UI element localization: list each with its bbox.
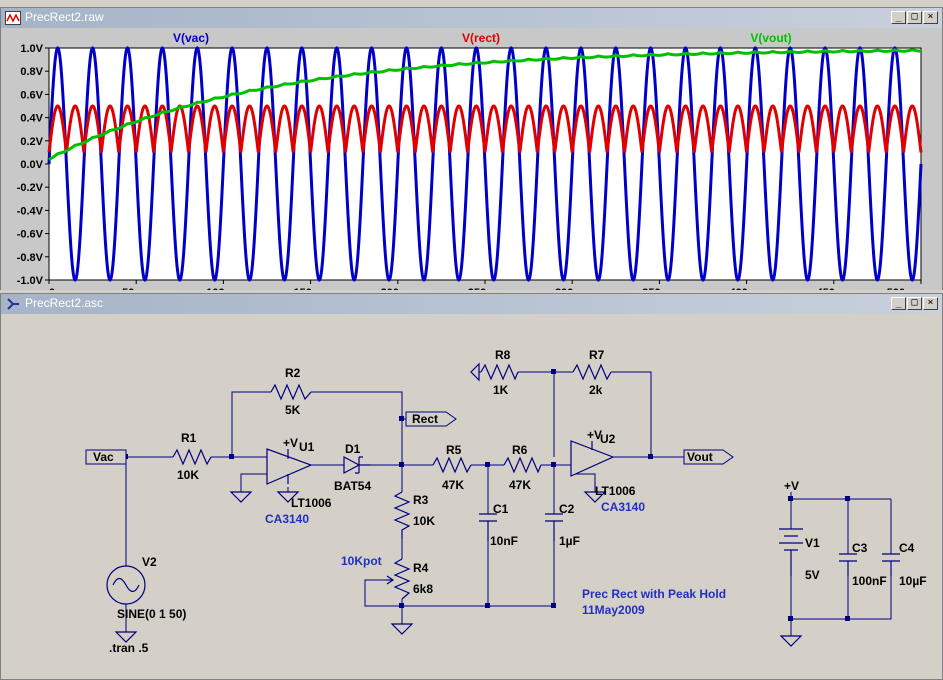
y-tick-label: 1.0V: [20, 43, 43, 55]
series-rect-line[interactable]: [47, 104, 923, 153]
r7-ref: R7: [589, 348, 605, 362]
v1-value: 5V: [805, 568, 820, 582]
schematic-window: PrecRect2.asc _ □ ×: [0, 293, 943, 680]
u2-model: LT1006: [595, 484, 636, 498]
vac-net-flag[interactable]: [85, 449, 127, 465]
u2-supply: +V: [587, 428, 602, 442]
c1-value: 10nF: [490, 534, 518, 548]
x-tick-label: 450ms: [817, 287, 851, 290]
c4-ref: C4: [899, 541, 915, 555]
legend-entry-2[interactable]: V(rect): [462, 31, 500, 45]
rect-label: Rect: [412, 412, 438, 426]
y-tick-label: -0.8V: [17, 252, 44, 264]
series-vac-line[interactable]: [47, 46, 923, 282]
v2-value: SINE(0 1 50): [117, 607, 186, 621]
y-tick-label: 0.0V: [20, 159, 43, 171]
y-tick-label: -0.4V: [17, 205, 44, 217]
r7-value: 2k: [589, 383, 603, 397]
r8-value: 1K: [493, 383, 509, 397]
y-tick-label: 0.6V: [20, 89, 43, 101]
maximize-button[interactable]: □: [907, 11, 922, 24]
legend-entry-3[interactable]: V(vout): [750, 31, 791, 45]
vout-net-flag[interactable]: [683, 449, 734, 465]
c3-value: 100nF: [852, 574, 887, 588]
series-vout-line[interactable]: [48, 48, 921, 161]
window-title: PrecRect2.asc: [25, 296, 104, 310]
x-tick-label: 100ms: [206, 287, 240, 290]
c3-ref: C3: [852, 541, 868, 555]
schematic-icon: [7, 298, 19, 310]
x-tick-label: 0ms: [49, 287, 71, 290]
schematic-titlebar[interactable]: PrecRect2.asc _ □ ×: [1, 294, 942, 314]
x-tick-label: 200ms: [381, 287, 415, 290]
vout-label: Vout: [687, 450, 713, 464]
waveform-window: PrecRect2.raw _ □ × 1.0V 0.8V 0.6V 0.4V 0.2V…: [0, 7, 943, 290]
c1-ref: C1: [493, 502, 509, 516]
u1-comment: CA3140: [265, 512, 309, 526]
pot-comment: 10Kpot: [341, 554, 382, 568]
r4-ref: R4: [413, 561, 429, 575]
r5-value: 47K: [442, 478, 464, 492]
u2-comment: CA3140: [601, 500, 645, 514]
u1-model: LT1006: [291, 496, 332, 510]
r2-value: 5K: [285, 403, 301, 417]
r4-value: 6k8: [413, 582, 433, 596]
y-tick-label: -0.2V: [17, 182, 44, 194]
r8-ref: R8: [495, 348, 511, 362]
y-tick-label: -1.0V: [17, 275, 44, 287]
tran-directive[interactable]: .tran .5: [109, 641, 149, 655]
v1-ref: V1: [805, 536, 820, 550]
vac-label: Vac: [93, 450, 114, 464]
r6-value: 47K: [509, 478, 531, 492]
d1-ref: D1: [345, 442, 361, 456]
v2-ref: V2: [142, 555, 157, 569]
schematic-canvas[interactable]: Vac Rect Vout R1 10K R2 5K R3 10K R4 6k8…: [1, 314, 942, 679]
x-tick-label: 150ms: [293, 287, 327, 290]
minimize-button[interactable]: _: [891, 11, 906, 24]
maximize-button[interactable]: □: [907, 297, 922, 310]
waveform-titlebar[interactable]: PrecRect2.raw _ □ ×: [1, 8, 942, 28]
junction-dots: [123, 369, 850, 621]
c2-value: 1µF: [559, 534, 580, 548]
r5-ref: R5: [446, 443, 462, 457]
r1-ref: R1: [181, 431, 197, 445]
x-tick-label: 50ms: [122, 287, 150, 290]
window-title: PrecRect2.raw: [25, 10, 104, 24]
v1-supply: +V: [784, 479, 799, 493]
r1-value: 10K: [177, 468, 199, 482]
u1-ref: U1: [299, 440, 315, 454]
x-tick-label: 250ms: [468, 287, 502, 290]
r3-value: 10K: [413, 514, 435, 528]
y-tick-label: 0.2V: [20, 136, 43, 148]
close-button[interactable]: ×: [923, 11, 938, 24]
r6-ref: R6: [512, 443, 528, 457]
waveform-icon: [5, 11, 21, 25]
c4-value: 10µF: [899, 574, 927, 588]
u1-supply: +V: [283, 436, 298, 450]
waveform-plot[interactable]: 1.0V 0.8V 0.6V 0.4V 0.2V 0.0V -0.2V -0.4V -0.6V -…: [1, 28, 942, 290]
note-title: Prec Rect with Peak Hold: [582, 587, 726, 601]
x-tick-label: 500ms: [887, 287, 921, 290]
legend-entry-1[interactable]: V(vac): [173, 31, 209, 45]
y-tick-label: -0.6V: [17, 229, 44, 241]
x-tick-label: 350ms: [642, 287, 676, 290]
y-tick-label: 0.8V: [20, 66, 43, 78]
minimize-button[interactable]: _: [891, 297, 906, 310]
d1-value: BAT54: [334, 479, 371, 493]
x-tick-label: 400ms: [729, 287, 763, 290]
note-date: 11May2009: [582, 603, 645, 617]
u2-ref: U2: [600, 432, 616, 446]
y-tick-label: 0.4V: [20, 113, 43, 125]
rect-net-flag[interactable]: [405, 411, 457, 427]
close-button[interactable]: ×: [923, 297, 938, 310]
r3-ref: R3: [413, 493, 429, 507]
r2-ref: R2: [285, 366, 301, 380]
c2-ref: C2: [559, 502, 575, 516]
x-tick-label: 300ms: [555, 287, 589, 290]
